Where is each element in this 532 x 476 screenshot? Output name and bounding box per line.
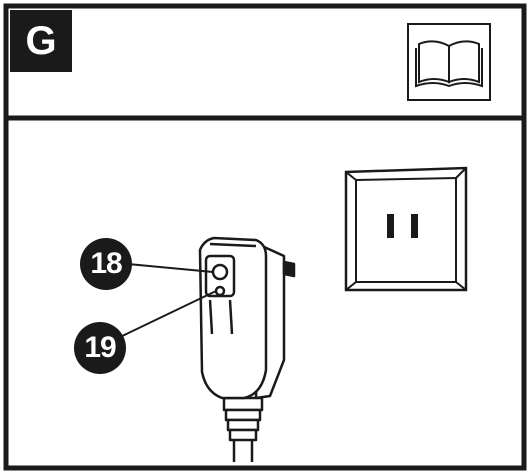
step-letter: G <box>25 18 57 63</box>
leader-line-18 <box>127 263 214 273</box>
open-book-icon <box>407 23 491 101</box>
callout-number: 19 <box>84 331 116 364</box>
leader-line-19 <box>117 290 217 339</box>
callout-19: 19 <box>74 322 126 374</box>
callout-18: 18 <box>80 238 132 290</box>
wall-outlet <box>344 166 468 292</box>
callout-number: 18 <box>90 247 122 280</box>
outlet-slot-left <box>387 214 394 238</box>
step-letter-badge: G <box>10 10 72 72</box>
outlet-slot-right <box>411 214 418 238</box>
gfci-plug <box>198 236 296 462</box>
